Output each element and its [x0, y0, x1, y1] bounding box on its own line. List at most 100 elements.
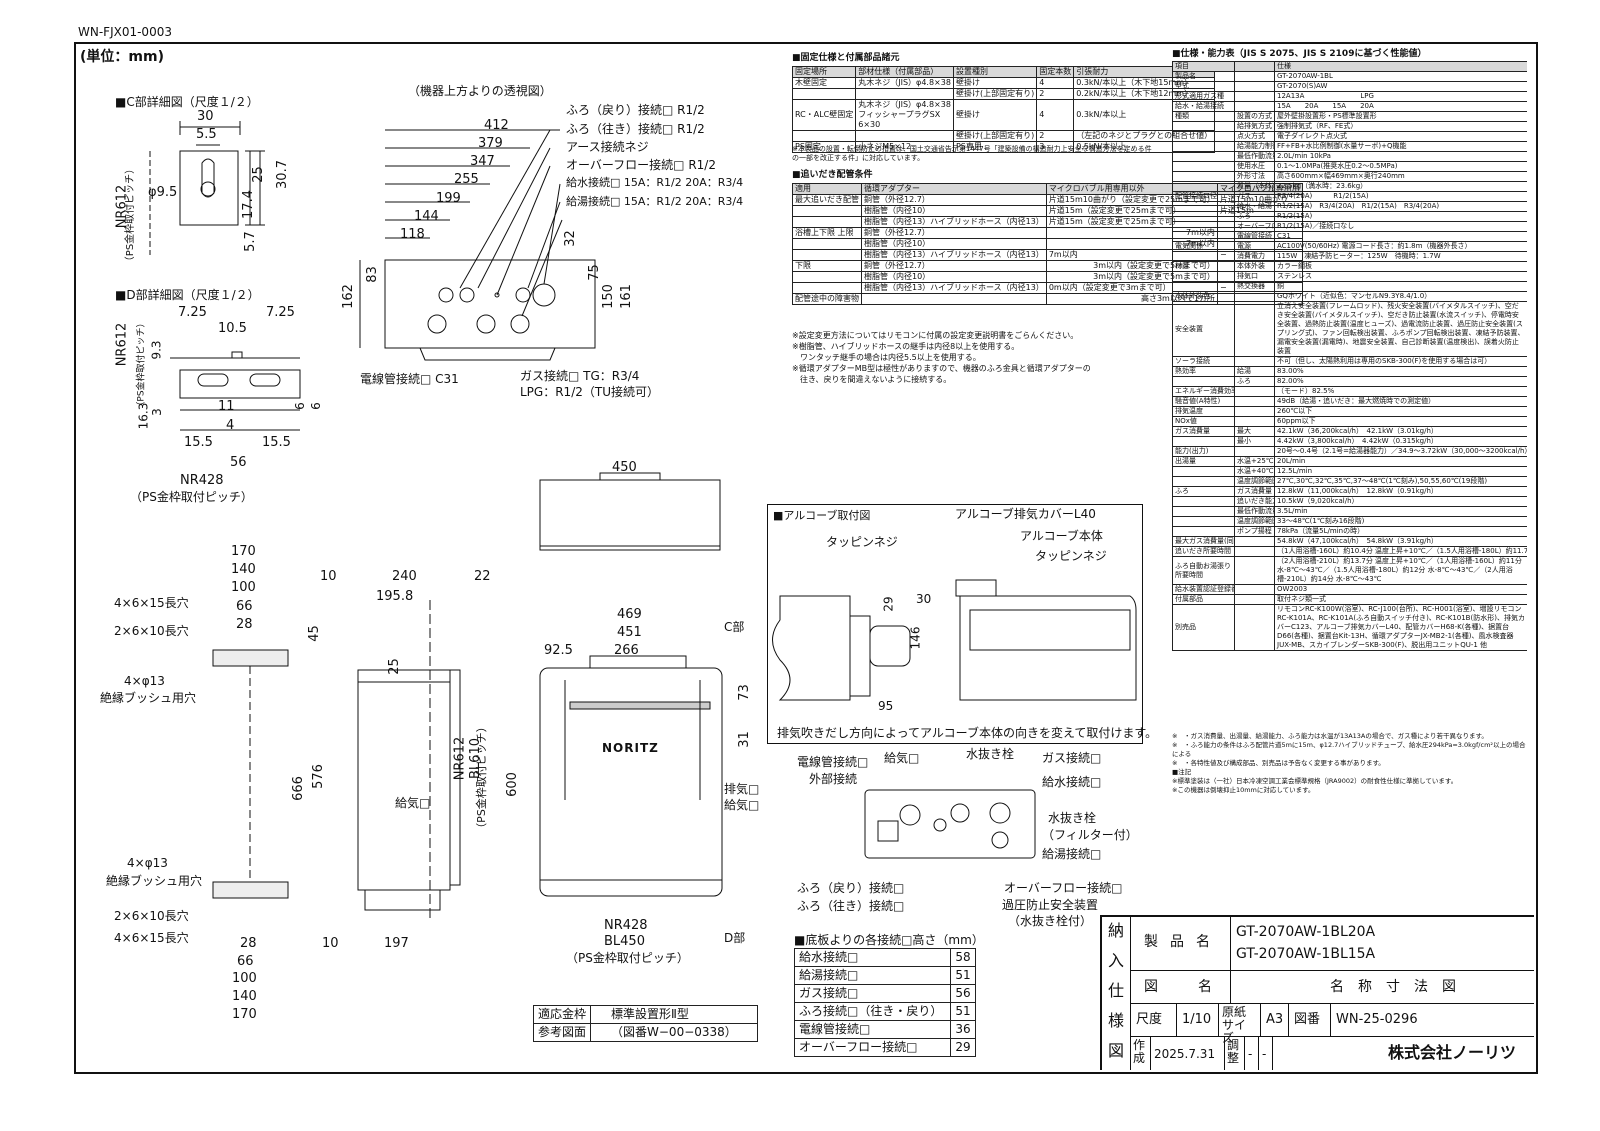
- spec-cell: [1234, 446, 1275, 457]
- d-dim-7-25-right: 7.25: [266, 305, 295, 320]
- alcove-drawing: [772, 579, 1137, 701]
- spec-row: ふろ自動お湯張り所要時間（2人用浴槽-210L）約13.7分 温度上昇+10℃／…: [1172, 556, 1527, 585]
- front-pitch-note: （PS金枠取付ピッチ）: [474, 721, 488, 834]
- c-dim-5-7: 5.7: [242, 231, 258, 252]
- spec-cell: [1172, 496, 1235, 507]
- spec-cell: 温度調節範囲: [1234, 516, 1275, 527]
- cell: 4: [1036, 99, 1075, 131]
- height-cell: 51: [950, 1002, 976, 1021]
- spec-row: 追いだき所要時間（1人用浴槽-160L）約10.4分 温度上昇+10℃／（1.5…: [1172, 546, 1527, 557]
- cell: 丸木ネジ（JIS）φ4.8×38 フィッシャープラグSX 6×30: [855, 99, 954, 131]
- height-cell: 56: [950, 984, 976, 1003]
- scale-label: 尺度: [1136, 1012, 1163, 1027]
- spec-cell: [1172, 231, 1235, 242]
- spec-cell: [1172, 506, 1235, 517]
- bottom-label-bath-supply: ふろ（往き）接続□: [797, 899, 905, 913]
- bracket-drawing: [212, 649, 289, 899]
- bottom-label-drain-plug-2: 水抜き栓: [1048, 811, 1097, 825]
- piping-notes: ※設定変更方法についてはリモコンに付属の設定変更説明書をごらんください。 ※樹脂…: [792, 330, 1091, 385]
- product-name: GT-2070AW-1BL20A: [1236, 924, 1376, 940]
- top-dim-150: 150: [600, 284, 616, 309]
- bracket-dim-140-bottom: 140: [232, 989, 257, 1004]
- spec-cell: 0.1〜1.0MPa(推奨水圧0.2〜0.5MPa): [1274, 161, 1527, 172]
- front-dim-469: 469: [617, 607, 642, 622]
- spec-cell: 安全装置: [1172, 301, 1235, 357]
- top-dim-162: 162: [340, 284, 356, 309]
- spec-row: 最低作動流量・水圧2.0L/min 10kPa: [1172, 151, 1527, 162]
- d-dim-56: 56: [230, 455, 247, 470]
- front-dim-600: 600: [504, 772, 520, 797]
- bottom-label-intake: 給気□: [884, 751, 920, 765]
- spec-row: 温度調節範囲27℃,30℃,32℃,35℃,37〜48℃(1℃刻み),50,55…: [1172, 476, 1527, 487]
- spec-cell: 60ppm以下: [1274, 416, 1527, 427]
- header-cell: 部材仕様（付属部品）: [855, 66, 954, 78]
- spec-cell: [1172, 161, 1235, 172]
- delivery-char: 入: [1108, 951, 1125, 970]
- front-view-drawing: [539, 655, 723, 897]
- adjust-label: 調整: [1227, 1038, 1240, 1065]
- spec-cell: 取付ネジ類一式: [1274, 594, 1527, 605]
- spec-cell: 排気口: [1234, 271, 1275, 282]
- spec-cell: 電線管接続: [1234, 231, 1275, 242]
- spec-cell: 78kPa（流量5L/minの時）: [1274, 526, 1527, 537]
- delivery-column: 納 入 仕 様 図: [1102, 917, 1131, 1070]
- front-bottom-pitch-note: （PS金枠取付ピッチ）: [566, 951, 689, 965]
- table-row: 参考図面（図番W−00−0338）: [532, 1023, 758, 1042]
- spec-row: エネルギー消費効率（モード）82.5%: [1172, 386, 1527, 397]
- cell: 樹脂管（内径13）ハイブリッドホース（内径13）: [861, 249, 1047, 261]
- company-name: 株式会社ノーリツ: [1388, 1043, 1517, 1062]
- ref-cell: （図番W−00−0338）: [590, 1023, 758, 1042]
- piping-table-title: ■追いだき配管条件: [792, 170, 873, 180]
- spec-cell: [1234, 604, 1275, 651]
- spec-cell: 電子ダイレクト点火式: [1274, 131, 1527, 142]
- cell: [791, 88, 857, 100]
- cell: [791, 130, 857, 142]
- top-dim-255: 255: [454, 172, 479, 187]
- side-view-drawing: [357, 600, 461, 920]
- spec-cell: [1172, 221, 1235, 232]
- bottom-label-bath-return: ふろ（戻り）接続□: [797, 881, 905, 895]
- c-dim-5-5: 5.5: [196, 127, 217, 142]
- bottom-label-hot-water: 給湯接続□: [1042, 847, 1102, 861]
- spec-cell: 115W 凍結予防ヒーター：125W 待機時：1.7W: [1274, 251, 1527, 262]
- spec-cell: 出湯量: [1172, 456, 1235, 467]
- cell: 銅管（外径12.7）: [861, 260, 1047, 272]
- height-cell: 58: [950, 948, 976, 967]
- d-pitch-bottom: NR428: [180, 473, 224, 488]
- spec-cell: 20号〜0.4号（2.1号=給湯器能力）／34.9〜3.72kW（30,000〜…: [1274, 446, 1527, 457]
- front-label-exhaust: 排気□: [724, 782, 760, 796]
- spec-cell: 屋外壁掛設置形・PS標準設置形: [1274, 111, 1527, 122]
- side-dim-22: 22: [474, 569, 491, 584]
- note-line: ■注記: [1172, 768, 1192, 776]
- top-dim-199: 199: [436, 191, 461, 206]
- spec-row: オーバーフロー/ドレン排出R1/2(15A)／接続口なし: [1172, 221, 1527, 232]
- spec-cell: 20L/min: [1274, 456, 1527, 467]
- spec-cell: 不可（但し、太陽熱利用は専用のSKB-300(F)を使用する場合は可）: [1274, 356, 1527, 367]
- spec-cell: 立消え安全装置(フレームロッド)、残火安全装置(バイメタルスイッチ)、空だき安全…: [1274, 301, 1527, 357]
- bracket-dim-100-top: 100: [231, 580, 256, 595]
- spec-row: 能力(出力) 20号〜0.4号（2.1号=給湯器能力）／34.9〜3.72kW（3…: [1172, 446, 1527, 457]
- spec-cell: R1/2(15A): [1274, 211, 1527, 222]
- note-line: ※ ・ガス消費量、出湯量、給湯能力、ふろ能力は水温が13A13Aの場合で、ガス種…: [1172, 732, 1488, 740]
- height-table: 給水接続□58 給湯接続□51 ガス接続□56 ふろ接続□（往き・戻り）51 電…: [793, 948, 976, 1057]
- spec-cell: 能力(出力): [1172, 446, 1235, 457]
- plan-view-drawing: [539, 472, 721, 551]
- cell: [861, 293, 1047, 305]
- spec-cell: 3.5L/min: [1274, 506, 1527, 517]
- d-pitch-left-note: （PS金枠取付ピッチ）: [136, 318, 147, 411]
- bracket-dim-66-top: 66: [236, 599, 253, 614]
- side-dim-576: 576: [310, 764, 326, 789]
- header-cell: 循環アダプター: [861, 183, 1047, 195]
- top-dim-118: 118: [400, 227, 425, 242]
- spec-cell: [1172, 251, 1235, 262]
